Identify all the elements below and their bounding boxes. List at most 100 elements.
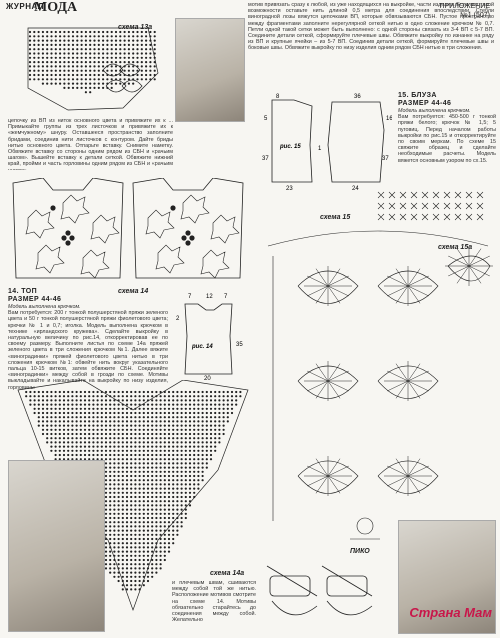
filet-dot (134, 567, 137, 570)
filet-dot (88, 441, 91, 444)
filet-dot (149, 30, 152, 34)
filet-dot (58, 441, 61, 444)
filet-dot (134, 554, 137, 557)
filet-dot (113, 529, 116, 532)
filet-dot (121, 500, 124, 503)
filet-dot (222, 399, 225, 402)
dim-fig14-top-a: 7 (188, 294, 192, 300)
filet-dot (172, 424, 175, 427)
filet-dot (197, 420, 200, 423)
filet-dot (58, 432, 61, 436)
filet-dot (58, 390, 61, 394)
filet-dot (76, 30, 79, 34)
filet-dot (214, 449, 217, 452)
filet-dot (71, 73, 75, 77)
filet-dot (33, 411, 36, 415)
filet-dot (130, 558, 133, 562)
filet-dot (67, 43, 70, 46)
filet-dot (104, 558, 108, 562)
filet-dot (130, 424, 133, 427)
filet-dot (159, 567, 162, 570)
filet-dot (102, 82, 105, 85)
filet-dot (46, 43, 49, 46)
filet-dot (58, 449, 61, 452)
filet-dot (113, 483, 116, 486)
filet-dot (121, 390, 124, 394)
filet-dot (180, 432, 183, 436)
filet-dot (197, 437, 200, 440)
filet-dot (142, 537, 145, 541)
filet-dot (102, 39, 105, 42)
filet-dot (54, 411, 57, 415)
filet-dot (104, 512, 108, 515)
filet-dot (92, 390, 95, 394)
filet-dot (209, 428, 213, 431)
filet-dot (176, 474, 179, 478)
filet-dot (176, 458, 179, 461)
filet-dot (50, 78, 53, 81)
filet-dot (159, 483, 162, 486)
filet-dot (188, 395, 192, 398)
filet-dot (104, 508, 108, 511)
filet-dot (172, 495, 175, 499)
filet-dot (75, 441, 78, 444)
filet-dot (230, 403, 234, 406)
filet-dot (79, 449, 82, 452)
filet-dot (33, 69, 36, 72)
filet-dot (155, 390, 158, 394)
filet-dot (92, 445, 95, 448)
section-15-size: РАЗМЕР 44-46 (398, 100, 452, 107)
filet-dot (197, 390, 200, 394)
filet-dot (119, 82, 122, 85)
chart-stitch-line (448, 255, 470, 267)
filet-dot (155, 537, 158, 541)
filet-dot (163, 542, 166, 545)
filet-dot (138, 491, 141, 494)
filet-dot (106, 43, 109, 46)
filet-dot (97, 52, 100, 55)
filet-dot (172, 479, 175, 482)
leaf-motif (80, 249, 110, 279)
filet-dot (54, 445, 57, 448)
filet-dot (230, 390, 234, 394)
filet-dot (121, 491, 124, 494)
filet-dot (222, 420, 225, 423)
filet-dot (130, 428, 133, 431)
cross-stitch-mark (465, 202, 473, 210)
leaf-motif (200, 249, 230, 279)
filet-dot (93, 48, 96, 51)
filet-dot (138, 395, 141, 398)
filet-dot (54, 441, 57, 444)
cross-stitch-mark (421, 191, 429, 199)
filet-dot (176, 395, 179, 398)
filet-dot (114, 30, 118, 34)
filet-dot (121, 424, 124, 427)
filet-dot (125, 432, 129, 436)
filet-dot (142, 516, 145, 520)
filet-dot (146, 563, 150, 566)
filet-dot (121, 521, 124, 524)
filet-dot (218, 420, 221, 423)
filet-dot (142, 411, 145, 415)
filet-dot (145, 35, 148, 38)
filet-dot (102, 78, 105, 81)
filet-dot (67, 424, 70, 427)
filet-dot (167, 424, 171, 427)
filet-dot (138, 403, 141, 406)
grape-motif (189, 235, 195, 241)
filet-dot (104, 567, 108, 570)
filet-dot (50, 69, 53, 72)
filet-dot (151, 390, 154, 394)
filet-dot (58, 420, 61, 423)
filet-dot (33, 407, 36, 410)
filet-dot (163, 420, 166, 423)
filet-dot (84, 78, 87, 81)
filet-dot (151, 462, 154, 465)
filet-dot (62, 449, 66, 452)
filet-dot (159, 390, 162, 394)
filet-dot (50, 35, 53, 38)
filet-dot (180, 516, 183, 520)
filet-dot (41, 48, 45, 51)
filet-dot (106, 61, 109, 64)
filet-dot (134, 390, 137, 394)
